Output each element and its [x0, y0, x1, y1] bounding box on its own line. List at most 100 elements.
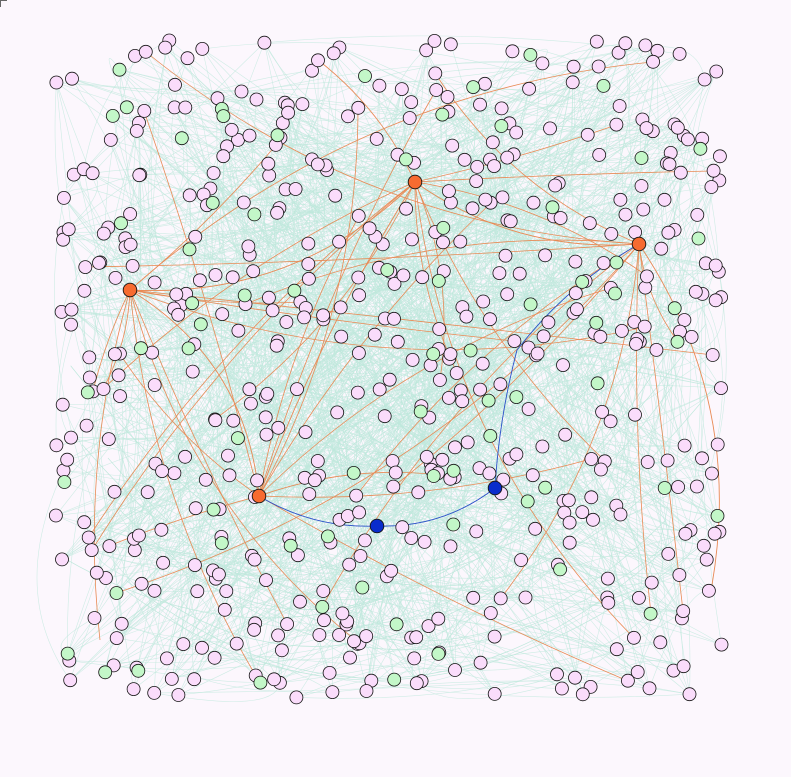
edge: [560, 217, 646, 288]
edge: [322, 315, 683, 619]
graph-node: [443, 37, 458, 52]
graph-node: [568, 254, 583, 269]
edge: [224, 444, 718, 611]
graph-node: [350, 385, 365, 400]
graph-node: [713, 149, 727, 164]
graph-node: [195, 640, 209, 655]
edge: [453, 524, 651, 615]
edge: [338, 130, 654, 636]
graph-node: [705, 348, 720, 362]
graph-node-green: [634, 151, 649, 165]
graph-node: [627, 630, 641, 645]
graph-node: [168, 77, 182, 92]
highlighted-edge: [414, 181, 640, 246]
edge: [450, 478, 698, 506]
graph-node: [49, 438, 64, 453]
graph-node: [335, 606, 350, 621]
edge: [178, 570, 392, 696]
graph-node: [57, 190, 71, 205]
graph-node-green: [131, 663, 146, 678]
graph-node: [293, 594, 307, 609]
graph-node-green: [214, 536, 229, 550]
graph-node: [108, 347, 122, 362]
edge: [138, 578, 217, 671]
graph-node-green: [205, 195, 220, 210]
graph-node: [259, 573, 273, 587]
edge: [253, 54, 531, 272]
graph-node: [638, 38, 653, 53]
edge: [195, 508, 261, 683]
edge: [88, 47, 340, 538]
edge: [591, 458, 718, 517]
graph-node: [609, 117, 624, 132]
edge: [85, 163, 269, 268]
edge: [309, 493, 495, 695]
graph-node: [310, 157, 325, 172]
graph-node: [351, 100, 366, 115]
corner-marker: [0, 0, 7, 7]
edge: [413, 162, 640, 599]
edge: [231, 129, 340, 636]
edge: [67, 238, 699, 654]
graph-node: [231, 323, 246, 338]
graph-node: [395, 520, 410, 535]
graph-node-green: [380, 263, 395, 277]
graph-node-green: [109, 586, 124, 600]
edge: [219, 508, 330, 673]
edge: [96, 122, 142, 573]
edge: [105, 53, 680, 579]
graph-node: [60, 452, 75, 467]
edge: [438, 172, 681, 350]
graph-node: [473, 382, 488, 397]
graph-node: [459, 309, 474, 324]
graph-node: [632, 591, 646, 605]
graph-node: [271, 628, 286, 643]
graph-node: [382, 372, 397, 387]
graph-node: [562, 535, 577, 550]
graph-node-green: [426, 469, 441, 483]
graph-node: [159, 651, 174, 666]
graph-node-green: [270, 128, 285, 143]
graph-node: [543, 121, 557, 136]
graph-node: [325, 685, 340, 699]
graph-node: [81, 530, 96, 545]
graph-node: [351, 346, 366, 360]
graph-node: [419, 43, 434, 58]
edge: [637, 545, 705, 673]
graph-node: [198, 472, 213, 487]
graph-node: [402, 111, 417, 125]
edge: [379, 293, 703, 391]
edge: [243, 42, 626, 203]
graph-node-green: [481, 393, 496, 408]
graph-node: [359, 629, 374, 643]
graph-node-green: [589, 315, 604, 330]
graph-node: [64, 430, 78, 445]
graph-node: [714, 381, 728, 396]
edge: [116, 607, 320, 639]
graph-node: [509, 125, 524, 140]
edge: [212, 202, 636, 415]
edge: [100, 262, 216, 421]
graph-node: [470, 159, 485, 174]
edge: [98, 257, 622, 332]
edge: [332, 47, 340, 413]
edge: [153, 175, 270, 693]
edge: [355, 125, 502, 496]
edge: [118, 375, 325, 621]
edge: [416, 602, 609, 684]
graph-node: [690, 479, 704, 494]
graph-node: [584, 452, 599, 466]
edge: [268, 135, 684, 298]
edge: [119, 353, 559, 565]
highlighted-edge: [636, 243, 652, 615]
highlighted-node-orange: [122, 282, 138, 298]
edge: [386, 191, 455, 577]
edge: [118, 313, 223, 376]
graph-node: [448, 440, 462, 455]
graph-node: [312, 628, 327, 642]
edge: [454, 447, 594, 521]
edge: [245, 70, 313, 630]
graph-node: [367, 327, 382, 342]
graph-node: [154, 522, 169, 537]
graph-node: [234, 84, 249, 99]
